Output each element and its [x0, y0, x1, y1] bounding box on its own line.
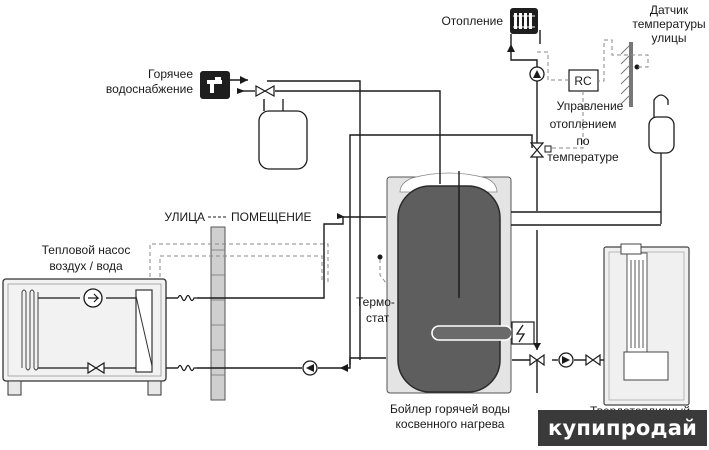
thermostat-label-1: Термо-: [356, 295, 395, 309]
radiator-icon: [510, 8, 538, 34]
hot-water-label-1: Горячее: [148, 67, 193, 81]
control-wiring: [149, 39, 649, 284]
heat-pump-unit: [2, 278, 167, 396]
room-label: ПОМЕЩЕНИЕ: [231, 210, 312, 224]
check-valve-icon: [585, 353, 601, 367]
control-label-2: отоплением: [550, 117, 617, 131]
expansion-valve-icon: [87, 361, 105, 375]
check-valve-icon: [255, 84, 275, 98]
heat-pump-label-1: Тепловой насос: [42, 243, 131, 257]
heat-pump-label-2: воздух / вода: [49, 259, 123, 273]
three-way-valve-icon: [529, 353, 545, 367]
boiler-label-1: Бойлер горячей воды: [390, 402, 510, 416]
control-label-3: по: [576, 134, 589, 148]
heating-label: Отопление: [441, 14, 503, 28]
piping: [166, 30, 661, 393]
solid-fuel-boiler-unit: [603, 243, 690, 406]
mixing-valve-icon: [529, 142, 545, 158]
flow-arrow-icon: [237, 44, 541, 372]
watermark-badge: купипродай: [538, 410, 707, 446]
outer-wall: [210, 226, 226, 401]
expansion-tank-left: [258, 99, 308, 170]
flexible-hose-icon: [177, 294, 197, 372]
rc-label: RC: [574, 74, 592, 88]
outdoor-sensor-label-1: Датчик: [650, 3, 689, 17]
hot-water-label-2: водоснабжение: [106, 82, 193, 96]
street-label: УЛИЦА: [164, 210, 205, 224]
outdoor-wall-sensor: [620, 42, 640, 107]
control-label-1: Управление: [557, 99, 624, 113]
hot-water-tap-icon: [200, 71, 230, 99]
thermostat-sensor-icon: [377, 254, 383, 260]
wall-hatch: [211, 249, 225, 376]
outdoor-sensor-label-2: температуры: [632, 17, 705, 31]
expansion-tank-right: [648, 94, 675, 224]
thermostat-label-2: стат: [366, 311, 390, 325]
control-label-4: температуре: [547, 150, 619, 164]
heater-bolt-icon: [511, 321, 535, 345]
indirect-boiler-tank: [386, 172, 535, 394]
outdoor-sensor-label-3: улицы: [652, 31, 687, 45]
boiler-label-2: косвенного нагрева: [396, 417, 505, 431]
